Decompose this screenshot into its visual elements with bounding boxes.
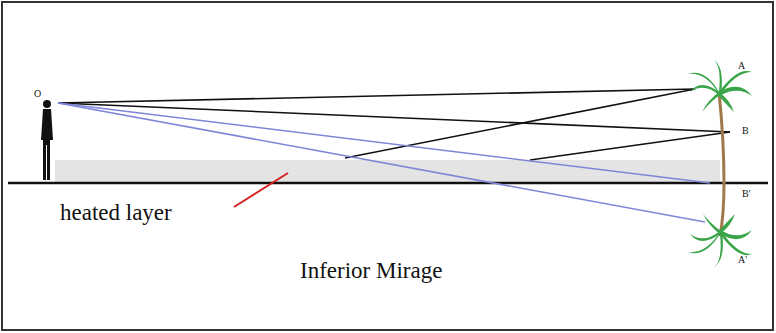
palm-tree — [688, 58, 752, 268]
observer-label: O — [34, 88, 41, 99]
image-label: A' — [738, 254, 747, 265]
point-label: B — [742, 125, 749, 136]
layer-label: heated layer — [60, 200, 172, 225]
caption: Inferior Mirage — [300, 258, 442, 283]
ground-line — [8, 182, 768, 185]
observer-silhouette — [41, 100, 53, 180]
leader-line — [234, 173, 288, 207]
frame — [2, 2, 773, 330]
point-label: A — [738, 60, 745, 71]
image-label: B' — [742, 188, 750, 199]
light-rays — [58, 89, 730, 160]
